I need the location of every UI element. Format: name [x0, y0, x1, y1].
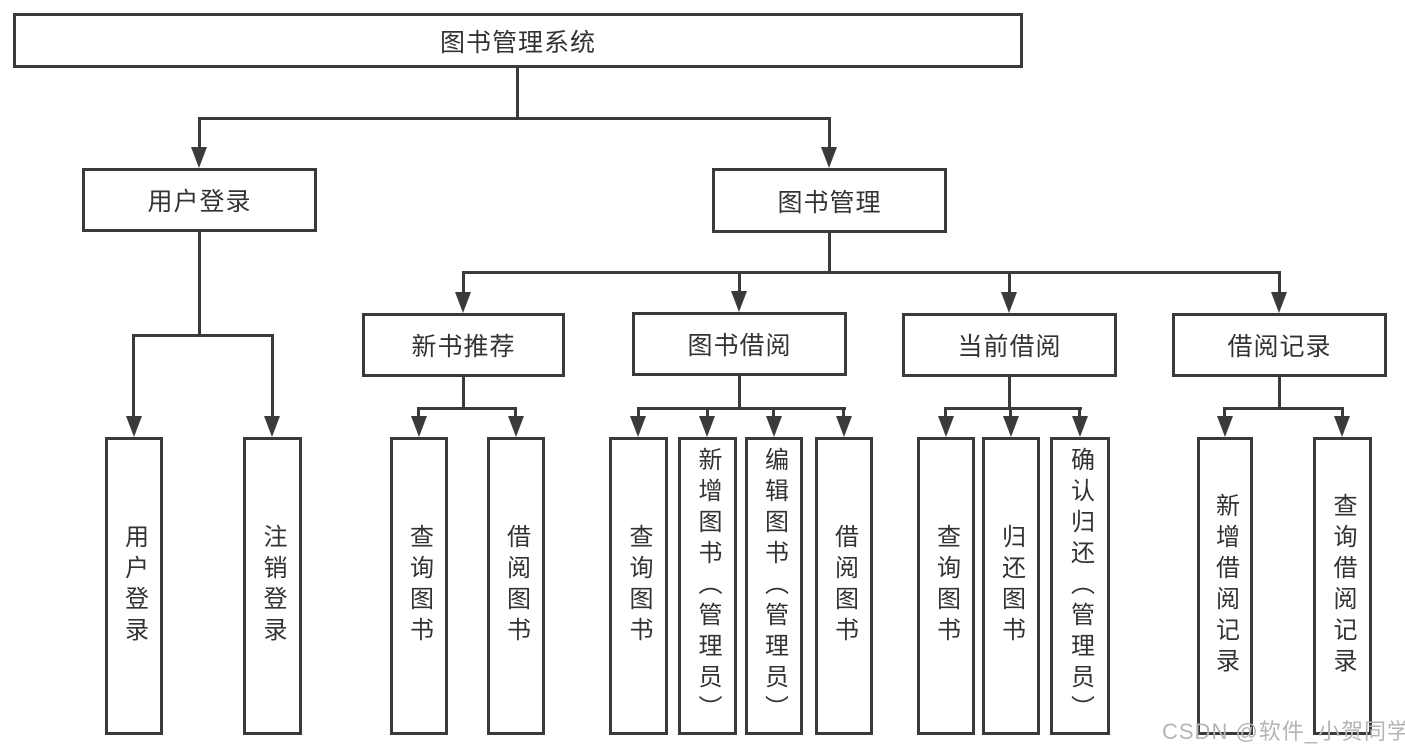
leaf-query-books-recommend: 查询图书 — [390, 437, 448, 735]
node-label: 用户登录 — [147, 188, 252, 216]
connector-line — [132, 334, 274, 337]
node-book-borrowing: 图书借阅 — [632, 312, 847, 376]
node-book-management: 图书管理 — [712, 168, 947, 233]
connector-line — [1223, 407, 1344, 410]
arrow-down-icon — [264, 416, 280, 437]
connector-line — [637, 407, 846, 410]
node-label: 借阅记录 — [1227, 333, 1332, 361]
connector-line — [637, 407, 640, 417]
node-label: 图书管理系统 — [439, 28, 596, 57]
node-label: 新书推荐 — [411, 333, 516, 361]
leaf-edit-book-admin: 编辑图书（管理员） — [745, 437, 803, 735]
connector-line — [198, 232, 201, 335]
leaf-query-books-current: 查询图书 — [917, 437, 975, 735]
connector-line — [1009, 407, 1012, 417]
node-root: 图书管理系统 — [13, 13, 1023, 68]
leaf-borrow-books-recommend: 借阅图书 — [487, 437, 545, 735]
arrow-down-icon — [1072, 416, 1088, 437]
node-user-login: 用户登录 — [82, 168, 317, 232]
connector-line — [271, 334, 274, 417]
node-label: 查询借阅记录 — [1329, 493, 1356, 679]
leaf-user-login: 用户登录 — [105, 437, 163, 735]
connector-line — [842, 407, 845, 417]
arrow-down-icon — [821, 147, 837, 168]
node-borrowing-records: 借阅记录 — [1172, 313, 1387, 377]
leaf-add-book-admin: 新增图书（管理员） — [678, 437, 737, 735]
arrow-down-icon — [699, 416, 715, 437]
node-label: 新增图书（管理员） — [694, 446, 721, 726]
node-current-borrowing: 当前借阅 — [902, 313, 1117, 377]
connector-line — [514, 407, 517, 417]
arrow-down-icon — [1217, 416, 1233, 437]
arrow-down-icon — [1003, 416, 1019, 437]
node-label: 查询图书 — [405, 524, 433, 648]
connector-line — [944, 407, 1082, 410]
node-label: 借阅图书 — [830, 524, 858, 648]
node-label: 查询图书 — [932, 524, 960, 648]
connector-line — [198, 117, 831, 120]
connector-line — [1008, 271, 1011, 293]
leaf-confirm-return-admin: 确认归还（管理员） — [1050, 437, 1110, 735]
arrow-down-icon — [1334, 416, 1350, 437]
connector-line — [198, 117, 201, 148]
connector-line — [516, 68, 519, 118]
connector-line — [1078, 407, 1081, 417]
node-new-book-recommendation: 新书推荐 — [362, 313, 565, 377]
leaf-return-books: 归还图书 — [982, 437, 1040, 735]
arrow-down-icon — [938, 416, 954, 437]
arrow-down-icon — [1001, 292, 1017, 313]
connector-line — [738, 376, 741, 408]
arrow-down-icon — [630, 416, 646, 437]
leaf-logout: 注销登录 — [243, 437, 302, 735]
connector-line — [462, 271, 465, 293]
connector-line — [1223, 407, 1226, 417]
arrow-down-icon — [731, 291, 747, 312]
node-label: 查询图书 — [625, 524, 652, 648]
connector-line — [944, 407, 947, 417]
node-label: 图书管理 — [777, 188, 882, 217]
arrow-down-icon — [191, 147, 207, 168]
connector-line — [706, 407, 709, 417]
leaf-query-borrow-record: 查询借阅记录 — [1313, 437, 1372, 735]
connector-line — [462, 271, 1281, 274]
connector-line — [1008, 377, 1011, 408]
connector-line — [462, 377, 465, 408]
node-label: 新增借阅记录 — [1211, 493, 1239, 679]
connector-line — [828, 117, 831, 148]
node-label: 用户登录 — [120, 524, 148, 648]
arrow-down-icon — [411, 416, 427, 437]
connector-line — [1278, 271, 1281, 293]
arrow-down-icon — [1271, 292, 1287, 313]
arrow-down-icon — [455, 292, 471, 313]
node-label: 编辑图书（管理员） — [760, 446, 788, 726]
leaf-add-borrow-record: 新增借阅记录 — [1197, 437, 1253, 735]
node-label: 注销登录 — [259, 524, 286, 648]
arrow-down-icon — [508, 416, 524, 437]
arrow-down-icon — [766, 416, 782, 437]
node-label: 当前借阅 — [957, 333, 1062, 361]
connector-line — [772, 407, 775, 417]
arrow-down-icon — [836, 416, 852, 437]
connector-line — [417, 407, 420, 417]
leaf-query-books-borrowing: 查询图书 — [609, 437, 668, 735]
connector-line — [417, 407, 517, 410]
csdn-watermark: CSDN @软件_小贺同学 — [1162, 719, 1405, 744]
arrow-down-icon — [126, 416, 142, 437]
connector-line — [132, 334, 135, 417]
connector-line — [1341, 407, 1344, 417]
connector-line — [738, 271, 741, 292]
node-label: 确认归还（管理员） — [1066, 446, 1094, 726]
connector-line — [828, 233, 831, 272]
node-label: 归还图书 — [997, 524, 1025, 648]
node-label: 图书借阅 — [687, 332, 792, 360]
node-label: 借阅图书 — [502, 524, 530, 648]
leaf-borrow-books-borrowing: 借阅图书 — [815, 437, 873, 735]
connector-line — [1278, 377, 1281, 408]
